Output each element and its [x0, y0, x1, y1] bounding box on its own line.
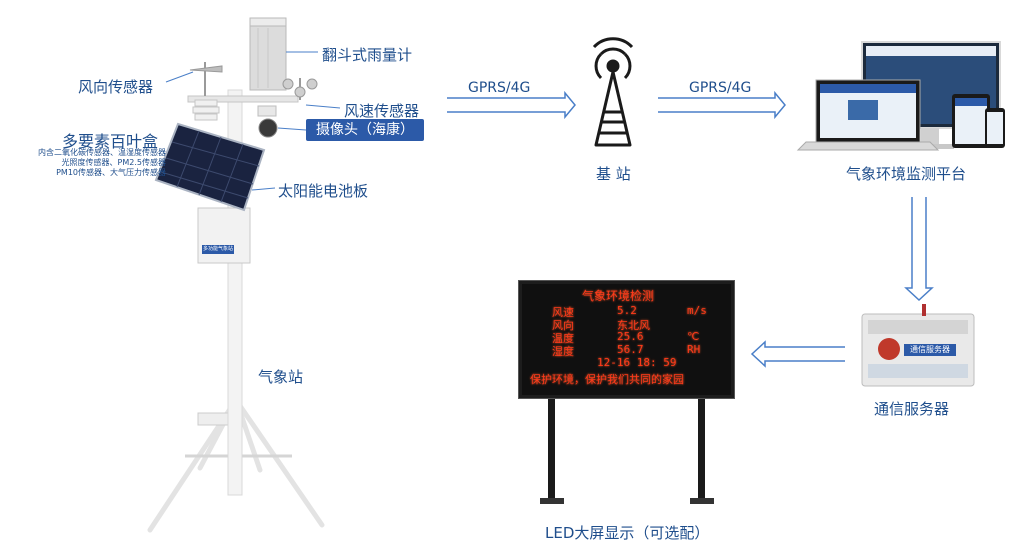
led-row-value: 56.7 [617, 343, 644, 356]
link1-label: GPRS/4G [468, 80, 531, 96]
box-tag: 多功能气象站 [202, 246, 233, 252]
station-label: 气象站 [258, 368, 304, 386]
led-row-value: 25.6 [617, 330, 644, 343]
led-row-value: 东北风 [617, 319, 650, 332]
wind-direction-label: 风向传感器 [78, 78, 154, 96]
led-base-right [690, 498, 714, 504]
rain-gauge-label: 翻斗式雨量计 [322, 46, 413, 64]
anemometer-graphic [282, 78, 318, 100]
multi-element-desc-3: PM10传感器、大气压力传感器 [56, 168, 166, 177]
led-post-left [548, 392, 555, 500]
camera-label: 摄像头（海康） [306, 119, 424, 141]
link2-label: GPRS/4G [689, 80, 752, 96]
server-tag: 通信服务器 [910, 345, 950, 354]
led-row-label: 风向 [552, 319, 574, 332]
led-row-unit: RH [687, 343, 701, 356]
platform-label: 气象环境监测平台 [846, 165, 967, 183]
solar-panel-graphic [154, 122, 266, 212]
arrows [447, 90, 934, 368]
rain-gauge-graphic [249, 17, 287, 91]
multi-element-desc-1: 内含二氧化碳传感器、温湿度传感器 [38, 148, 166, 157]
platform-devices [796, 41, 1005, 151]
led-post-right [698, 392, 705, 500]
led-time: 12-16 18: 59 [597, 356, 677, 369]
shutter-box-graphic [192, 99, 220, 121]
led-row-label: 风速 [552, 306, 574, 319]
led-display-board: 气象环境检测 风速 5.2 m/s 风向 东北风 温度 25.6 ℃ 湿度 56… [519, 281, 734, 398]
base-station-label: 基 站 [596, 165, 631, 183]
led-title: 气象环境检测 [582, 289, 655, 303]
multi-element-box-label: 多要素百叶盒 [62, 132, 159, 151]
control-box [197, 207, 251, 264]
led-base-left [540, 498, 564, 504]
led-row-label: 湿度 [552, 345, 574, 358]
led-row-value: 5.2 [617, 304, 637, 317]
camera-graphic [257, 105, 278, 138]
wind-speed-label: 风速传感器 [344, 102, 420, 120]
multi-element-desc-2: 光照度传感器、PM2.5传感器 [61, 158, 166, 167]
led-display-label: LED大屏显示（可选配） [545, 524, 710, 542]
tower-icon [592, 37, 634, 147]
led-row-label: 温度 [552, 332, 574, 345]
led-row-unit: ℃ [687, 330, 700, 343]
server-device [861, 304, 975, 387]
led-row-unit: m/s [687, 304, 707, 317]
wind-vane-graphic [189, 62, 223, 96]
comm-server-label: 通信服务器 [874, 400, 950, 418]
solar-panel-label: 太阳能电池板 [278, 182, 369, 200]
led-slogan: 保护环境，保护我们共同的家园 [530, 373, 684, 386]
